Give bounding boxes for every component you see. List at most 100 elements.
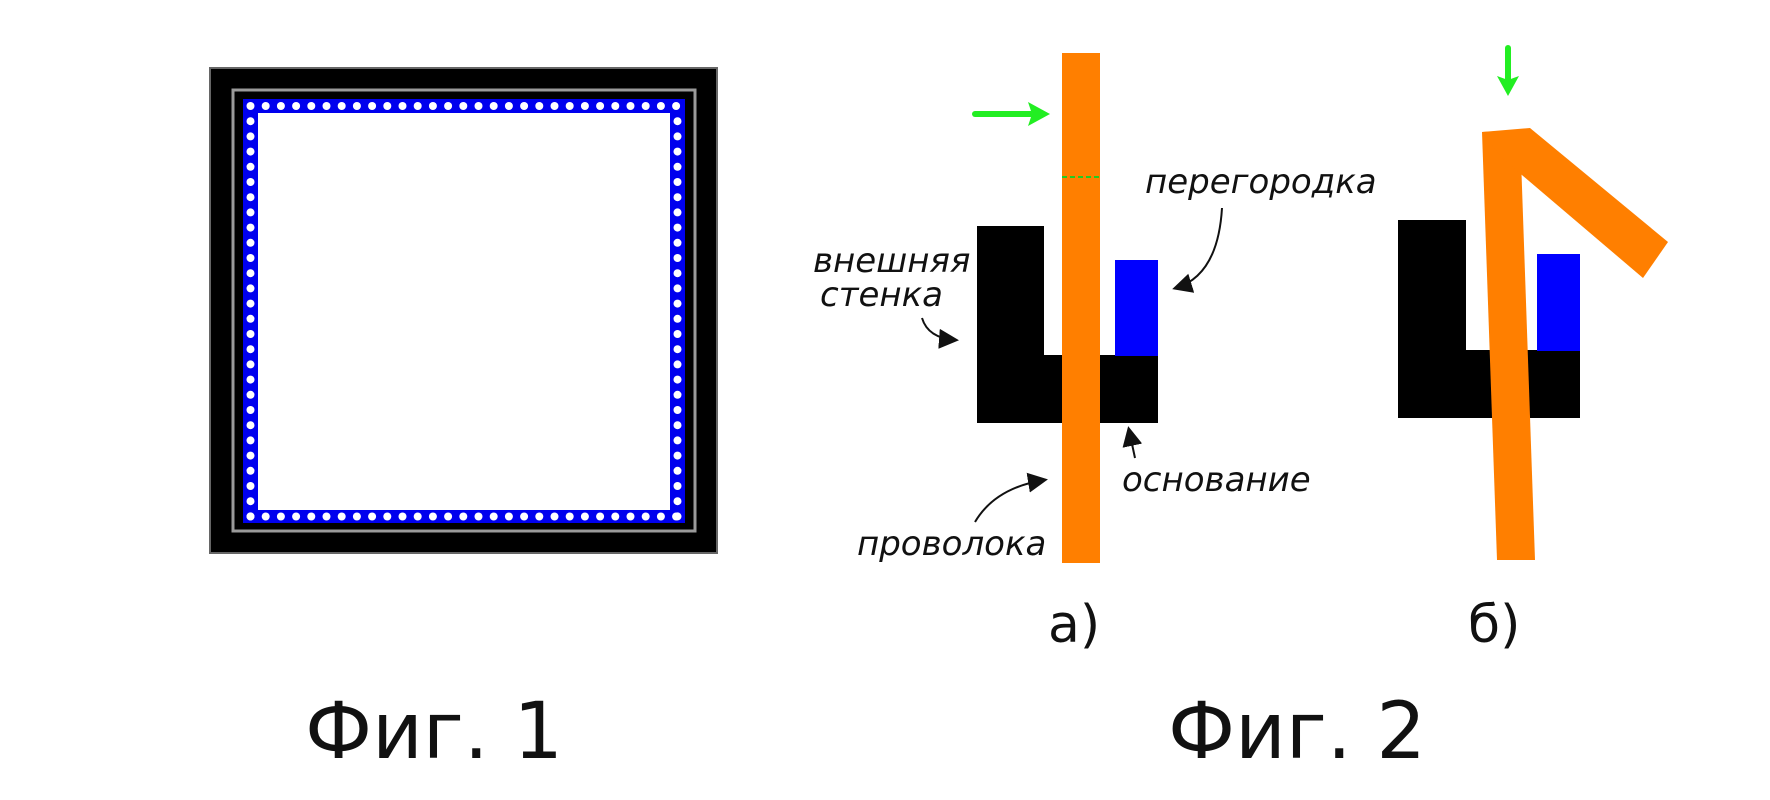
partition-block xyxy=(1537,254,1580,351)
wire-bent xyxy=(1482,130,1535,560)
membrane-dot xyxy=(565,512,574,521)
membrane-dot xyxy=(673,223,682,232)
membrane-dot xyxy=(673,314,682,323)
membrane-dot xyxy=(673,375,682,384)
membrane-dot xyxy=(246,223,255,232)
membrane-dot xyxy=(656,512,665,521)
membrane-dot xyxy=(673,330,682,338)
membrane-dot xyxy=(673,421,682,430)
membrane-dot xyxy=(368,102,377,110)
membrane-dot xyxy=(673,497,682,506)
panel-b-letter: б) xyxy=(1468,595,1520,655)
membrane-dot xyxy=(368,512,377,521)
membrane-dot xyxy=(474,512,483,521)
membrane-dot xyxy=(444,102,453,110)
membrane-dot xyxy=(246,238,255,247)
membrane-dot xyxy=(246,421,255,430)
membrane-dot xyxy=(246,360,255,369)
membrane-dot xyxy=(626,102,635,110)
figure-2-caption: Фиг. 2 xyxy=(1168,687,1426,777)
membrane-dot xyxy=(383,512,392,521)
membrane-dot xyxy=(489,102,498,110)
membrane-dot xyxy=(535,512,544,521)
membrane-dot xyxy=(246,451,255,460)
membrane-dot xyxy=(520,102,529,110)
inner-window xyxy=(258,113,670,510)
push-arrow-horizontal xyxy=(972,102,1050,126)
membrane-dot xyxy=(337,102,346,110)
figure-2b: б) xyxy=(1398,45,1668,655)
membrane-dot xyxy=(550,512,559,521)
membrane-dot xyxy=(246,466,255,475)
membrane-dot xyxy=(504,102,513,110)
membrane-dot xyxy=(673,512,682,521)
figure-2a: внешняя стенка перегородка основание про… xyxy=(813,53,1377,655)
membrane-dot xyxy=(261,512,270,521)
wire-straight xyxy=(1062,53,1100,563)
membrane-dot xyxy=(413,512,422,521)
membrane-dot xyxy=(246,390,255,399)
membrane-dot xyxy=(611,102,620,110)
membrane-dot xyxy=(672,102,681,110)
frame-rail xyxy=(231,88,697,533)
pointer-partition xyxy=(1172,207,1223,293)
membrane-dot xyxy=(276,512,285,521)
membrane-dot xyxy=(292,512,301,521)
membrane-dot xyxy=(565,102,574,110)
membrane-dot xyxy=(428,102,437,110)
membrane-dot xyxy=(246,345,255,354)
membrane-dot xyxy=(246,299,255,308)
membrane-dot xyxy=(246,497,255,506)
membrane-dot xyxy=(398,512,407,521)
pointer-outer-wall xyxy=(921,317,959,349)
membrane-dot xyxy=(246,314,255,323)
label-wire: проволока xyxy=(857,524,1046,564)
membrane-dot xyxy=(673,208,682,217)
membrane-dot xyxy=(535,102,544,110)
membrane-dot xyxy=(474,102,483,110)
membrane-dot xyxy=(673,238,682,247)
membrane-dot xyxy=(673,178,682,186)
membrane-dot xyxy=(352,102,361,110)
membrane-dot xyxy=(673,482,682,490)
membrane-dot xyxy=(580,102,589,110)
membrane-dot xyxy=(246,178,255,186)
membrane-dot xyxy=(246,269,255,278)
membrane-dot xyxy=(673,132,682,141)
membrane-dot xyxy=(673,345,682,354)
push-arrow-vertical xyxy=(1497,45,1519,96)
membrane-dot xyxy=(596,102,605,110)
membrane-dot xyxy=(673,193,682,202)
membrane-dot xyxy=(673,147,682,156)
membrane-dot xyxy=(673,299,682,308)
membrane-dot xyxy=(673,360,682,369)
membrane-dot xyxy=(276,102,285,110)
membrane-dot xyxy=(307,512,316,521)
membrane-dot xyxy=(246,406,255,414)
membrane-dot xyxy=(246,208,255,217)
membrane-dot xyxy=(307,102,316,110)
membrane-dot xyxy=(673,162,682,171)
membrane-dot xyxy=(246,102,255,110)
membrane-dot xyxy=(611,512,620,521)
membrane-dot xyxy=(246,284,255,293)
panel-a-letter: а) xyxy=(1048,595,1100,655)
membrane-dot xyxy=(673,451,682,460)
membrane-dot xyxy=(656,102,665,110)
membrane-dot xyxy=(444,512,453,521)
membrane-dot xyxy=(428,512,437,521)
membrane-dot xyxy=(550,102,559,110)
membrane-dot xyxy=(246,117,255,126)
membrane-dot xyxy=(246,482,255,490)
membrane-dot xyxy=(246,193,255,202)
membrane-dot xyxy=(673,284,682,293)
membrane-dot xyxy=(673,117,682,126)
membrane-dot xyxy=(352,512,361,521)
membrane-dot xyxy=(246,162,255,171)
wire-bent-arm xyxy=(1482,128,1668,278)
membrane-dot xyxy=(413,102,422,110)
membrane-dot xyxy=(246,147,255,156)
figure-1 xyxy=(209,67,718,554)
membrane-dot xyxy=(673,254,682,262)
membrane-dot xyxy=(626,512,635,521)
